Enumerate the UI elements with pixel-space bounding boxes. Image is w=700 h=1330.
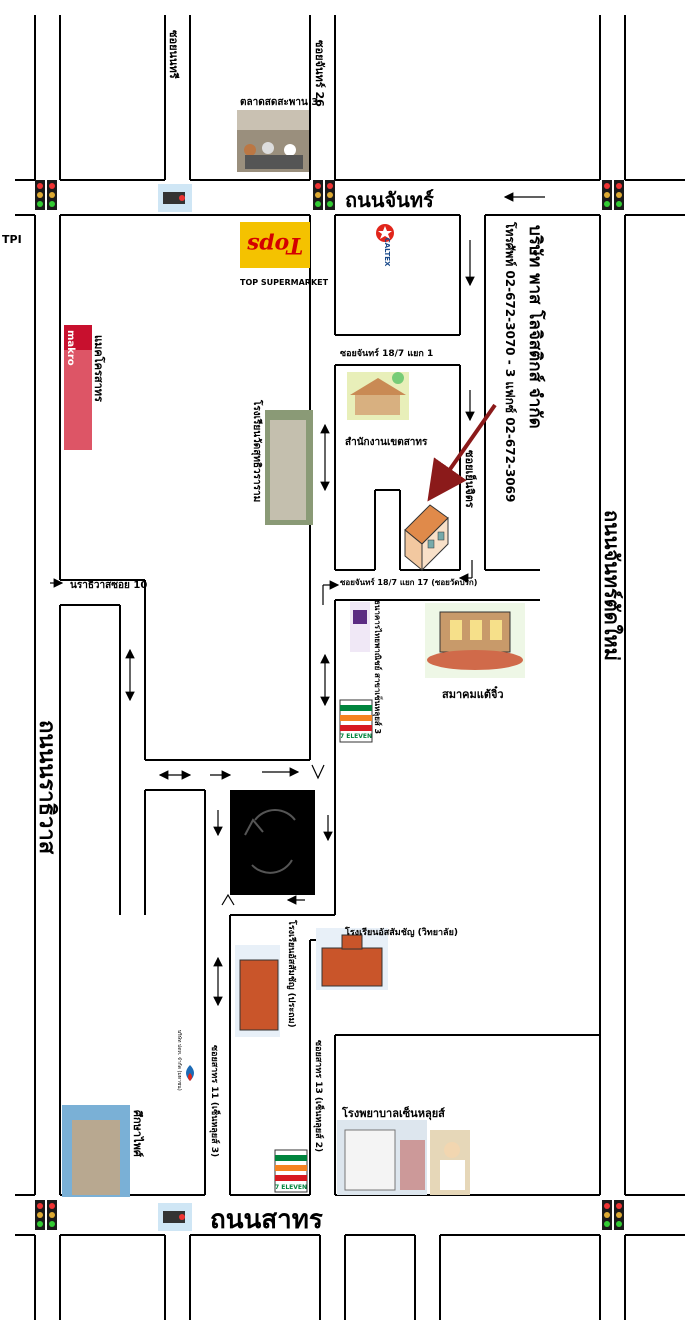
makro-logo: makro [64,325,92,450]
company-phone: โทรศัพท์ 02-672-3070 - 3 แฟกซ์ 02-672-30… [503,221,518,502]
svg-text:CALTEX: CALTEX [383,238,391,267]
scb-bank-label: ธนาคารไทยพาณิชย์ สาขาเซ็นหลุยส์ 3 [372,600,384,734]
traffic-light-icon [35,180,57,210]
chan-tat-mai-road-label: ถนนจันทร์ตัดใหม่ [600,510,624,661]
seven-eleven-logo: 7 ELEVEN [339,699,373,743]
soi-chan-18-7-17-label: ซอยจันทร์ 18/7 แยก 17 (ซอยวัดปรก) [340,577,477,587]
traffic-light-icon [35,1200,57,1230]
school-wat-photo [265,410,313,525]
tpi-label: TPI [2,233,22,246]
narathiwat-road-label: ถนนนราธิวาส [34,720,59,855]
soi-chan-18-7-1-label: ซอยจันทร์ 18/7 แยก 1 [340,347,433,359]
hospital-label: โรงพยาบาลเซ็นหลุยส์ [341,1106,445,1121]
direction-arrows [50,192,545,1007]
recycle-icon [230,790,315,895]
arrow-icon [427,403,497,502]
makro-label: แมคโครสาทร [92,335,106,402]
hospital-illustration [337,1120,470,1195]
district-office-label: สำนักงานเขตสาทร [345,436,428,448]
tops-label: TOP SUPERMARKET [240,278,329,287]
svg-text:7 ELEVEN: 7 ELEVEN [275,1184,307,1191]
seven-eleven-logo: 7 ELEVEN [274,1149,308,1193]
svg-text:Tops: Tops [247,232,303,258]
camera-icon [158,1203,192,1231]
tower-photo [62,1105,130,1197]
company-building-icon [404,504,449,572]
company-name: บริษัท พาส โลจิสติกส์ จำกัด [525,225,546,429]
camera-icon [158,184,192,212]
market-label: ตลาดสดสะพาน 3 [240,97,318,108]
soi-nonsi-label: ซอยนนทรี [167,30,180,79]
ac-college-label: โรงเรียนอัสสัมชัญ (วิทยาลัย) [344,926,458,938]
tops-logo: Tops [240,222,310,268]
soi-yenjit-label: ซอยเย็นจิตร [463,450,477,508]
traffic-light-icon [602,180,624,210]
scb-logo [350,602,370,652]
soi-chan-26-label: ซอยจันทร์ 26 [313,40,326,107]
traffic-light-icon [602,1200,624,1230]
narathiwat-soi-10-label: นราธิวาสซอย 10 [70,579,147,591]
tae-chew-illustration [425,603,525,678]
ptt-label: บริษัท ปตท. จำกัด (มหาชน) [176,1030,183,1091]
traffic-light-icon [313,180,335,210]
ac-primary-label: โรงเรียนอัสสัมชัญ (ประถม) [286,919,298,1028]
tower-label: ศึกษาไพศ์ [131,1110,145,1158]
soi-sathorn-11-label: ซอยสาทร 11 (เซ็นหลุยส์ 3) [209,1045,222,1157]
svg-text:makro: makro [65,330,76,366]
ac-college-illustration [316,928,388,990]
svg-text:7 ELEVEN: 7 ELEVEN [340,733,372,740]
soi-sathorn-13-label: ซอยสาทร 13 (เซ็นหลุยส์ 2) [313,1040,326,1152]
traffic-lights [35,180,624,1230]
market-photo [237,110,309,172]
district-office-illustration [347,372,409,420]
ptt-logo [186,1065,194,1081]
sathorn-road-label: ถนนสาทร [210,1205,323,1235]
caltex-logo: CALTEX [376,224,394,267]
tae-chew-label: สมาคมแต้จิ๋ว [442,685,504,701]
ac-primary-illustration [235,945,280,1037]
chan-road-label: ถนนจันทร์ [345,188,434,212]
school-wat-label: โรงเรียนวัดสุทธิวราราม [251,399,264,502]
